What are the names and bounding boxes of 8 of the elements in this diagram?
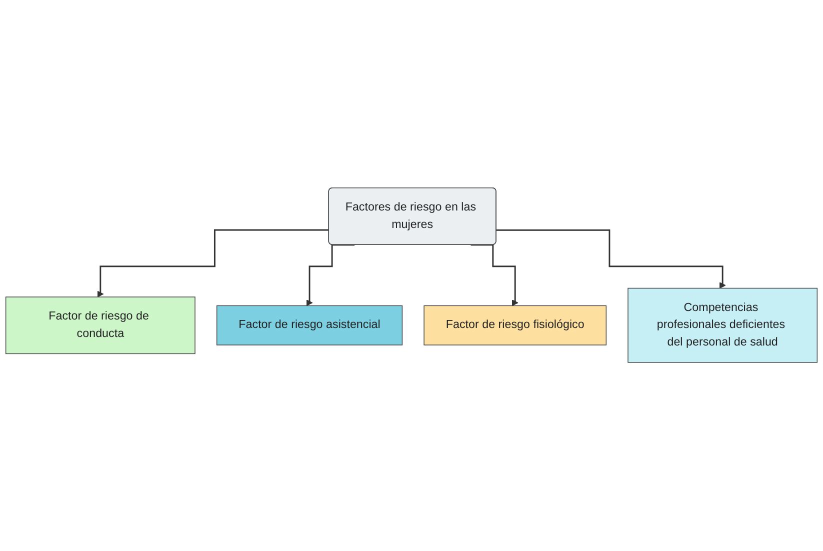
arrow (470, 244, 518, 306)
node-box: Factor de riesgo fisiológico (424, 306, 607, 346)
arrow (306, 244, 355, 306)
node-box: Factor de riesgo asistencial (216, 306, 403, 346)
arrow (97, 230, 329, 298)
arrow (496, 230, 726, 289)
node-box: Factor de riesgo de conducta (5, 296, 196, 354)
node-box: Competencias profesionales deficientes del personal de salud (628, 288, 818, 364)
